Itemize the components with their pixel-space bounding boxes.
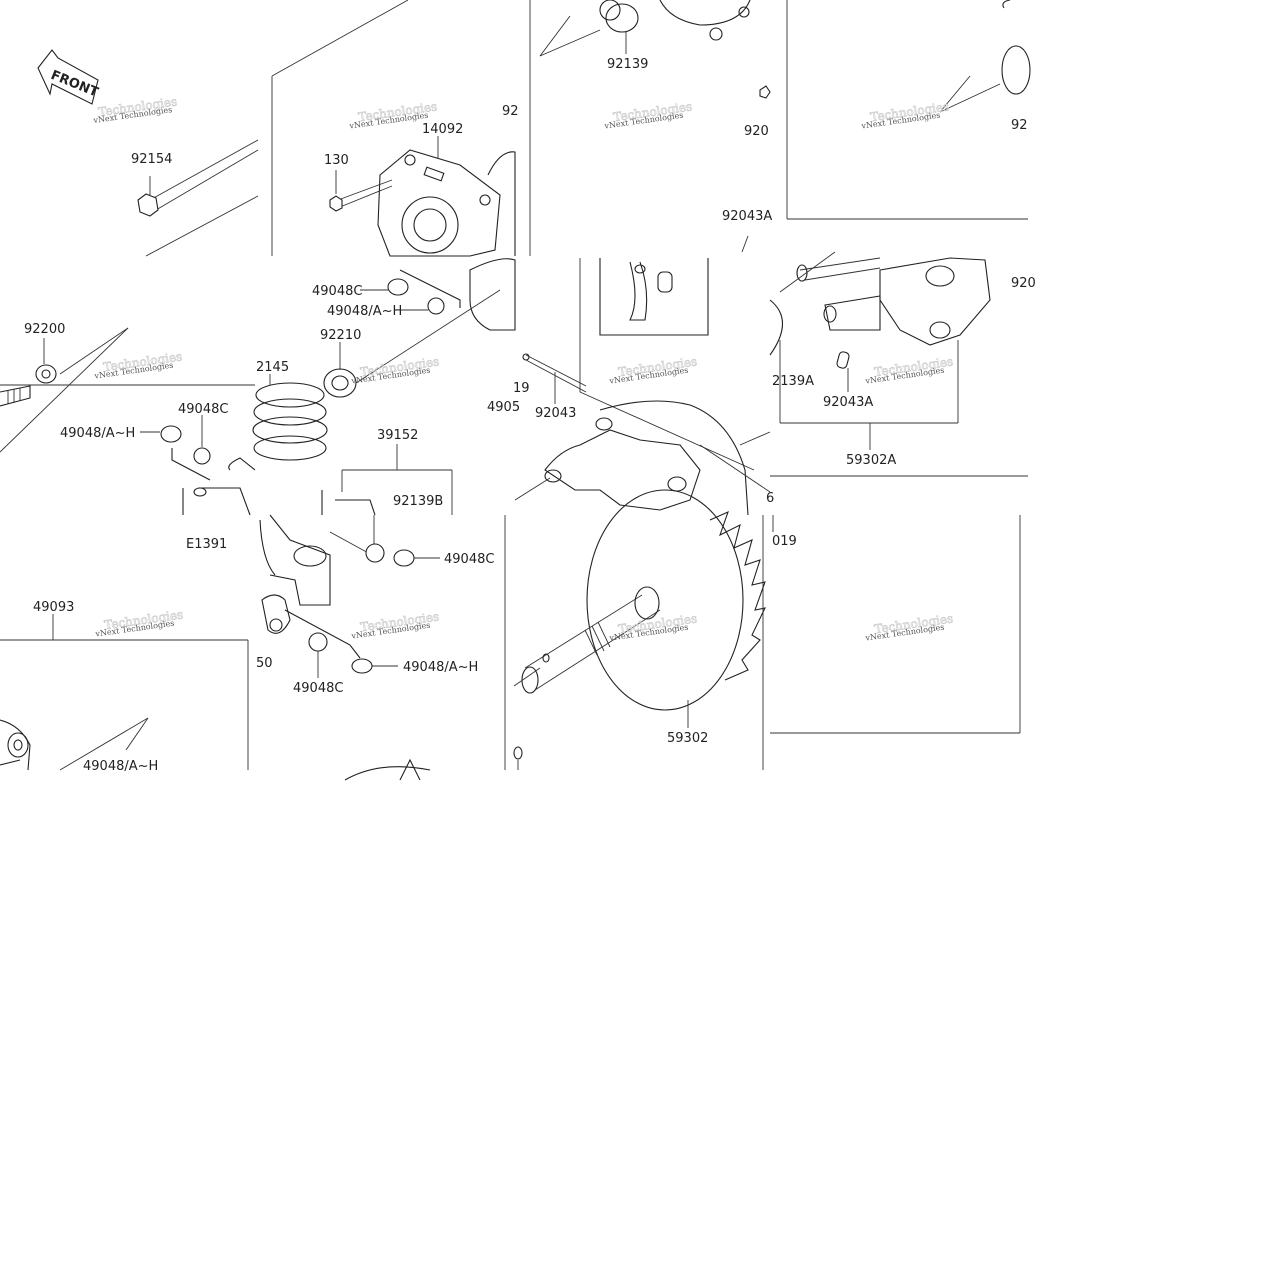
label-92043a: 92043A <box>823 395 873 410</box>
watermark: Technologies vNext Technologies <box>92 94 178 125</box>
label-59302: 59302 <box>667 731 708 746</box>
watermark: Technologies vNext Technologies <box>864 611 954 643</box>
label-49048ah-b: 49048/A~H <box>60 426 135 441</box>
label-92154: 92154 <box>131 152 172 167</box>
label-49048c-d: 49048C <box>293 681 343 696</box>
label-92139: 92139 <box>607 57 648 72</box>
label-920-top: 920 <box>744 124 769 139</box>
bolt-92154-icon <box>137 139 259 257</box>
front-arrow-icon: FRONT <box>37 49 100 105</box>
clutch-body-icon <box>514 400 771 516</box>
watermark: Technologies vNext Technologies <box>860 99 950 131</box>
label-92200: 92200 <box>24 322 65 337</box>
label-49048c-c: 49048C <box>444 552 494 567</box>
label-920-right: 920 <box>1011 276 1036 291</box>
tile-frames <box>0 0 1028 770</box>
label-4905: 4905 <box>487 400 520 415</box>
label-92-top: 92 <box>502 104 519 119</box>
label-49048c-a: 49048C <box>312 284 362 299</box>
arm-assembly-59302a-icon <box>739 235 991 450</box>
watermark: Technologies vNext Technologies <box>864 354 954 386</box>
bushing-92139-icon <box>539 0 771 99</box>
label-6: 6 <box>766 491 774 506</box>
sheave-59302-icon <box>513 489 774 770</box>
label-49048c-b: 49048C <box>178 402 228 417</box>
label-19: 19 <box>513 381 530 396</box>
washer-92200-icon <box>0 327 129 453</box>
slider-39152-icon <box>182 444 453 516</box>
label-49048ah-d: 49048/A~H <box>83 759 158 774</box>
nut-92210-icon <box>323 289 501 398</box>
label-92043a-top: 92043A <box>722 209 772 224</box>
watermark: Technologies vNext Technologies <box>603 99 693 131</box>
label-49048ah-c: 49048/A~H <box>403 660 478 675</box>
watermark: Technologies vNext Technologies <box>93 349 183 381</box>
ramp-parts-icon <box>259 514 440 781</box>
ring-92-icon <box>939 0 1031 113</box>
arm-49093-icon <box>0 614 149 771</box>
label-92043: 92043 <box>535 406 576 421</box>
label-2145: 2145 <box>256 360 289 375</box>
pin-92043-icon <box>522 258 709 404</box>
watermark: Technologies vNext Technologies <box>350 609 440 641</box>
label-50: 50 <box>256 656 273 671</box>
watermark: Technologies vNext Technologies <box>350 354 440 386</box>
label-49093: 49093 <box>33 600 74 615</box>
part-labels: 92154 130 14092 92 92139 920 92 92043A 9… <box>24 57 1036 774</box>
label-14092: 14092 <box>422 122 463 137</box>
watermark: Technologies vNext Technologies <box>608 354 698 386</box>
watermarks: Technologies vNext Technologies Technolo… <box>92 94 954 643</box>
label-92210: 92210 <box>320 328 361 343</box>
housing-14092-icon <box>329 136 516 257</box>
label-49048ah-a: 49048/A~H <box>327 304 402 319</box>
watermark: Technologies vNext Technologies <box>608 611 698 643</box>
spring-2145-icon <box>252 374 328 461</box>
watermark: Technologies vNext Technologies <box>94 607 184 639</box>
label-59302a: 59302A <box>846 453 896 468</box>
label-2139a: 2139A <box>772 374 814 389</box>
label-e1391: E1391 <box>186 537 227 552</box>
label-39152: 39152 <box>377 428 418 443</box>
label-92139b: 92139B <box>393 494 443 509</box>
label-92-right: 92 <box>1011 118 1028 133</box>
cap-49048c-icon <box>140 258 516 481</box>
label-019: 019 <box>772 534 797 549</box>
label-130: 130 <box>324 153 349 168</box>
